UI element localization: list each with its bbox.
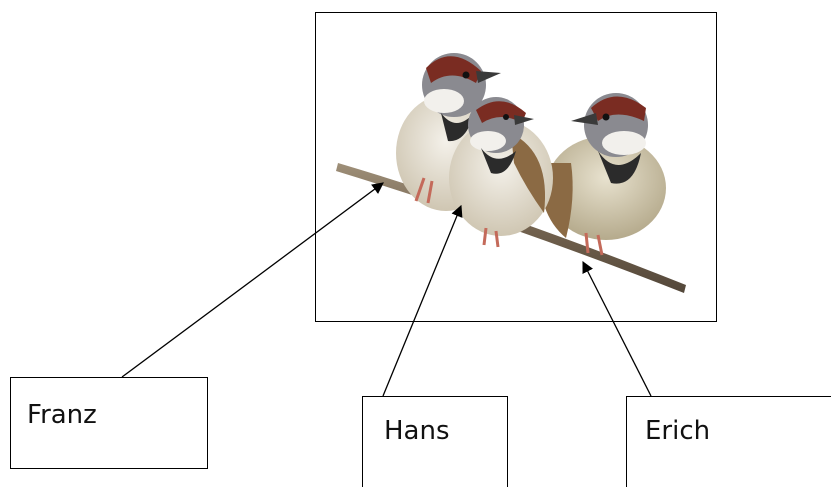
name-label-erich: Erich [645,416,711,446]
pointer-line-hans [382,204,463,397]
sparrow-erich [540,93,666,256]
name-box-hans: Hans [362,396,508,487]
name-label-hans: Hans [384,416,450,446]
name-box-erich: Erich [626,396,831,487]
sparrow-hans [449,97,553,248]
name-box-franz: Franz [10,377,208,469]
pointer-line-franz [121,182,384,378]
photo-frame [315,12,717,322]
sparrows-photo [336,53,686,293]
pointer-line-erich [582,260,652,397]
name-label-franz: Franz [27,400,97,430]
